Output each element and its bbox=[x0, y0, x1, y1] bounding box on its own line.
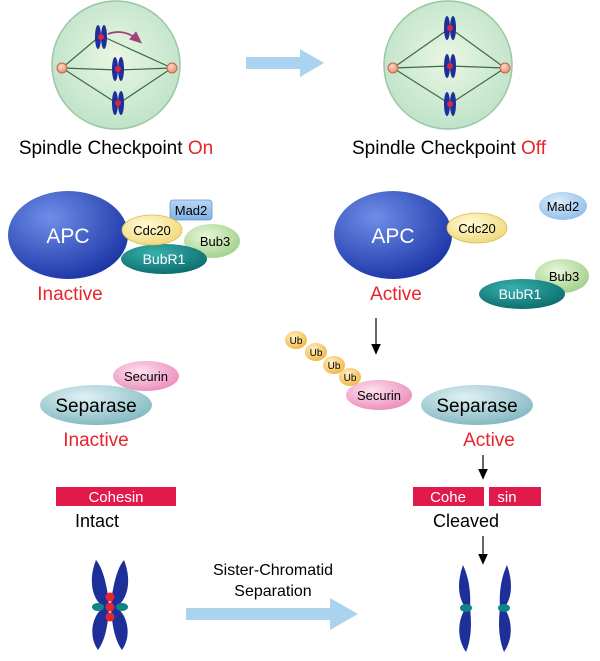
kinetochore-icon bbox=[116, 603, 128, 611]
securin-label: Securin bbox=[357, 388, 401, 403]
mad2-box bbox=[169, 199, 213, 221]
apc-oval bbox=[334, 191, 452, 279]
cohesin-dot-icon bbox=[105, 612, 115, 622]
cohesin-label: Cohesin bbox=[88, 489, 143, 506]
separation-label-line2: Separation bbox=[234, 583, 311, 600]
chromatid-icon bbox=[111, 560, 129, 650]
separase-inactive: Securin Separase bbox=[40, 361, 179, 425]
ubiquitin-label: Ub bbox=[290, 336, 303, 347]
cohesin-dot-icon bbox=[105, 602, 115, 612]
apc-complex-active: APC Cdc20 Mad2 Bub3 BubR1 bbox=[334, 191, 589, 309]
ubiquitin-bead bbox=[323, 356, 345, 374]
sister-chromatids-separated bbox=[459, 565, 511, 652]
securin-oval bbox=[113, 361, 179, 391]
separase-status-inactive: Inactive bbox=[63, 430, 128, 451]
cohesin-bar-part2 bbox=[489, 487, 541, 506]
chromatid-icon bbox=[499, 565, 511, 652]
spindle-pole-icon bbox=[56, 62, 68, 74]
cohesin-bar-part1 bbox=[413, 487, 484, 506]
checkpoint-off-label: Spindle Checkpoint Off bbox=[352, 138, 547, 159]
bub3-oval bbox=[184, 224, 240, 258]
chromosome-icon bbox=[444, 92, 456, 116]
bubr1-oval bbox=[479, 279, 565, 309]
chromatid-icon bbox=[91, 560, 109, 650]
apc-complex-inactive: APC Mad2 Bub3 BubR1 Cdc20 bbox=[8, 191, 240, 279]
transition-arrow-icon bbox=[246, 49, 324, 77]
kinetochore-icon bbox=[498, 604, 510, 612]
chromosome-icon bbox=[95, 25, 107, 49]
cdc20-oval bbox=[121, 214, 183, 246]
apc-label: APC bbox=[46, 225, 89, 248]
spindle-pole-icon bbox=[499, 62, 511, 74]
cdc20-label: Cdc20 bbox=[133, 223, 171, 238]
spindle-pole-icon bbox=[387, 62, 399, 74]
cohesin-part2-label: sin bbox=[497, 489, 516, 506]
ubiquitin-label: Ub bbox=[328, 361, 341, 372]
apc-status-active: Active bbox=[370, 284, 422, 305]
securin-label: Securin bbox=[124, 369, 168, 384]
ubiquitin-bead bbox=[339, 368, 361, 386]
separase-label: Separase bbox=[436, 396, 517, 417]
chromosome-icon bbox=[112, 91, 124, 115]
cdc20-oval bbox=[446, 212, 508, 244]
bub3-label: Bub3 bbox=[549, 269, 579, 284]
chromosome-movement-arrow bbox=[107, 31, 143, 44]
spindle-pole-icon bbox=[166, 62, 178, 74]
checkpoint-on-label: Spindle Checkpoint On bbox=[19, 138, 213, 159]
separase-oval bbox=[421, 385, 533, 425]
bubr1-label: BubR1 bbox=[499, 286, 542, 302]
chromosome-icon bbox=[112, 57, 124, 81]
chromosome-icon bbox=[444, 54, 456, 78]
separase-label: Separase bbox=[55, 396, 136, 417]
cell-checkpoint-off bbox=[383, 0, 513, 130]
apc-oval bbox=[8, 191, 128, 279]
cohesin-bar bbox=[56, 487, 176, 506]
ubiquitinated-securin: Ub Ub Ub Ub Securin bbox=[285, 331, 412, 410]
spindle-fibers bbox=[392, 27, 506, 105]
sister-chromatids-joined bbox=[91, 560, 129, 650]
cdc20-label: Cdc20 bbox=[458, 221, 496, 236]
chromosome-icon bbox=[444, 16, 456, 40]
chromatid-icon bbox=[459, 565, 471, 652]
ubiquitin-label: Ub bbox=[344, 373, 357, 384]
bubr1-oval bbox=[121, 244, 207, 274]
cohesin-part1-label: Cohe bbox=[430, 489, 466, 506]
kinetochore-icon bbox=[460, 604, 472, 612]
separase-status-active: Active bbox=[463, 430, 515, 451]
cohesin-status-intact: Intact bbox=[75, 511, 119, 531]
apc-label: APC bbox=[371, 225, 414, 248]
kinetochore-icon bbox=[92, 603, 104, 611]
bubr1-label: BubR1 bbox=[143, 251, 186, 267]
bub3-label: Bub3 bbox=[200, 234, 230, 249]
mad2-oval bbox=[539, 192, 587, 220]
separase-oval bbox=[40, 385, 152, 425]
separation-label-line1: Sister-Chromatid bbox=[213, 562, 333, 579]
mad2-label: Mad2 bbox=[175, 203, 208, 218]
separation-arrow-icon bbox=[186, 598, 358, 630]
ubiquitin-label: Ub bbox=[310, 348, 323, 359]
spindle-fibers bbox=[61, 35, 173, 105]
apc-status-inactive: Inactive bbox=[37, 284, 102, 305]
securin-oval bbox=[346, 380, 412, 410]
cohesin-dot-icon bbox=[105, 592, 115, 602]
ubiquitin-bead bbox=[285, 331, 307, 349]
cell-checkpoint-on bbox=[51, 0, 181, 130]
cohesin-status-cleaved: Cleaved bbox=[433, 511, 499, 531]
mad2-label: Mad2 bbox=[547, 199, 580, 214]
ubiquitin-bead bbox=[305, 343, 327, 361]
